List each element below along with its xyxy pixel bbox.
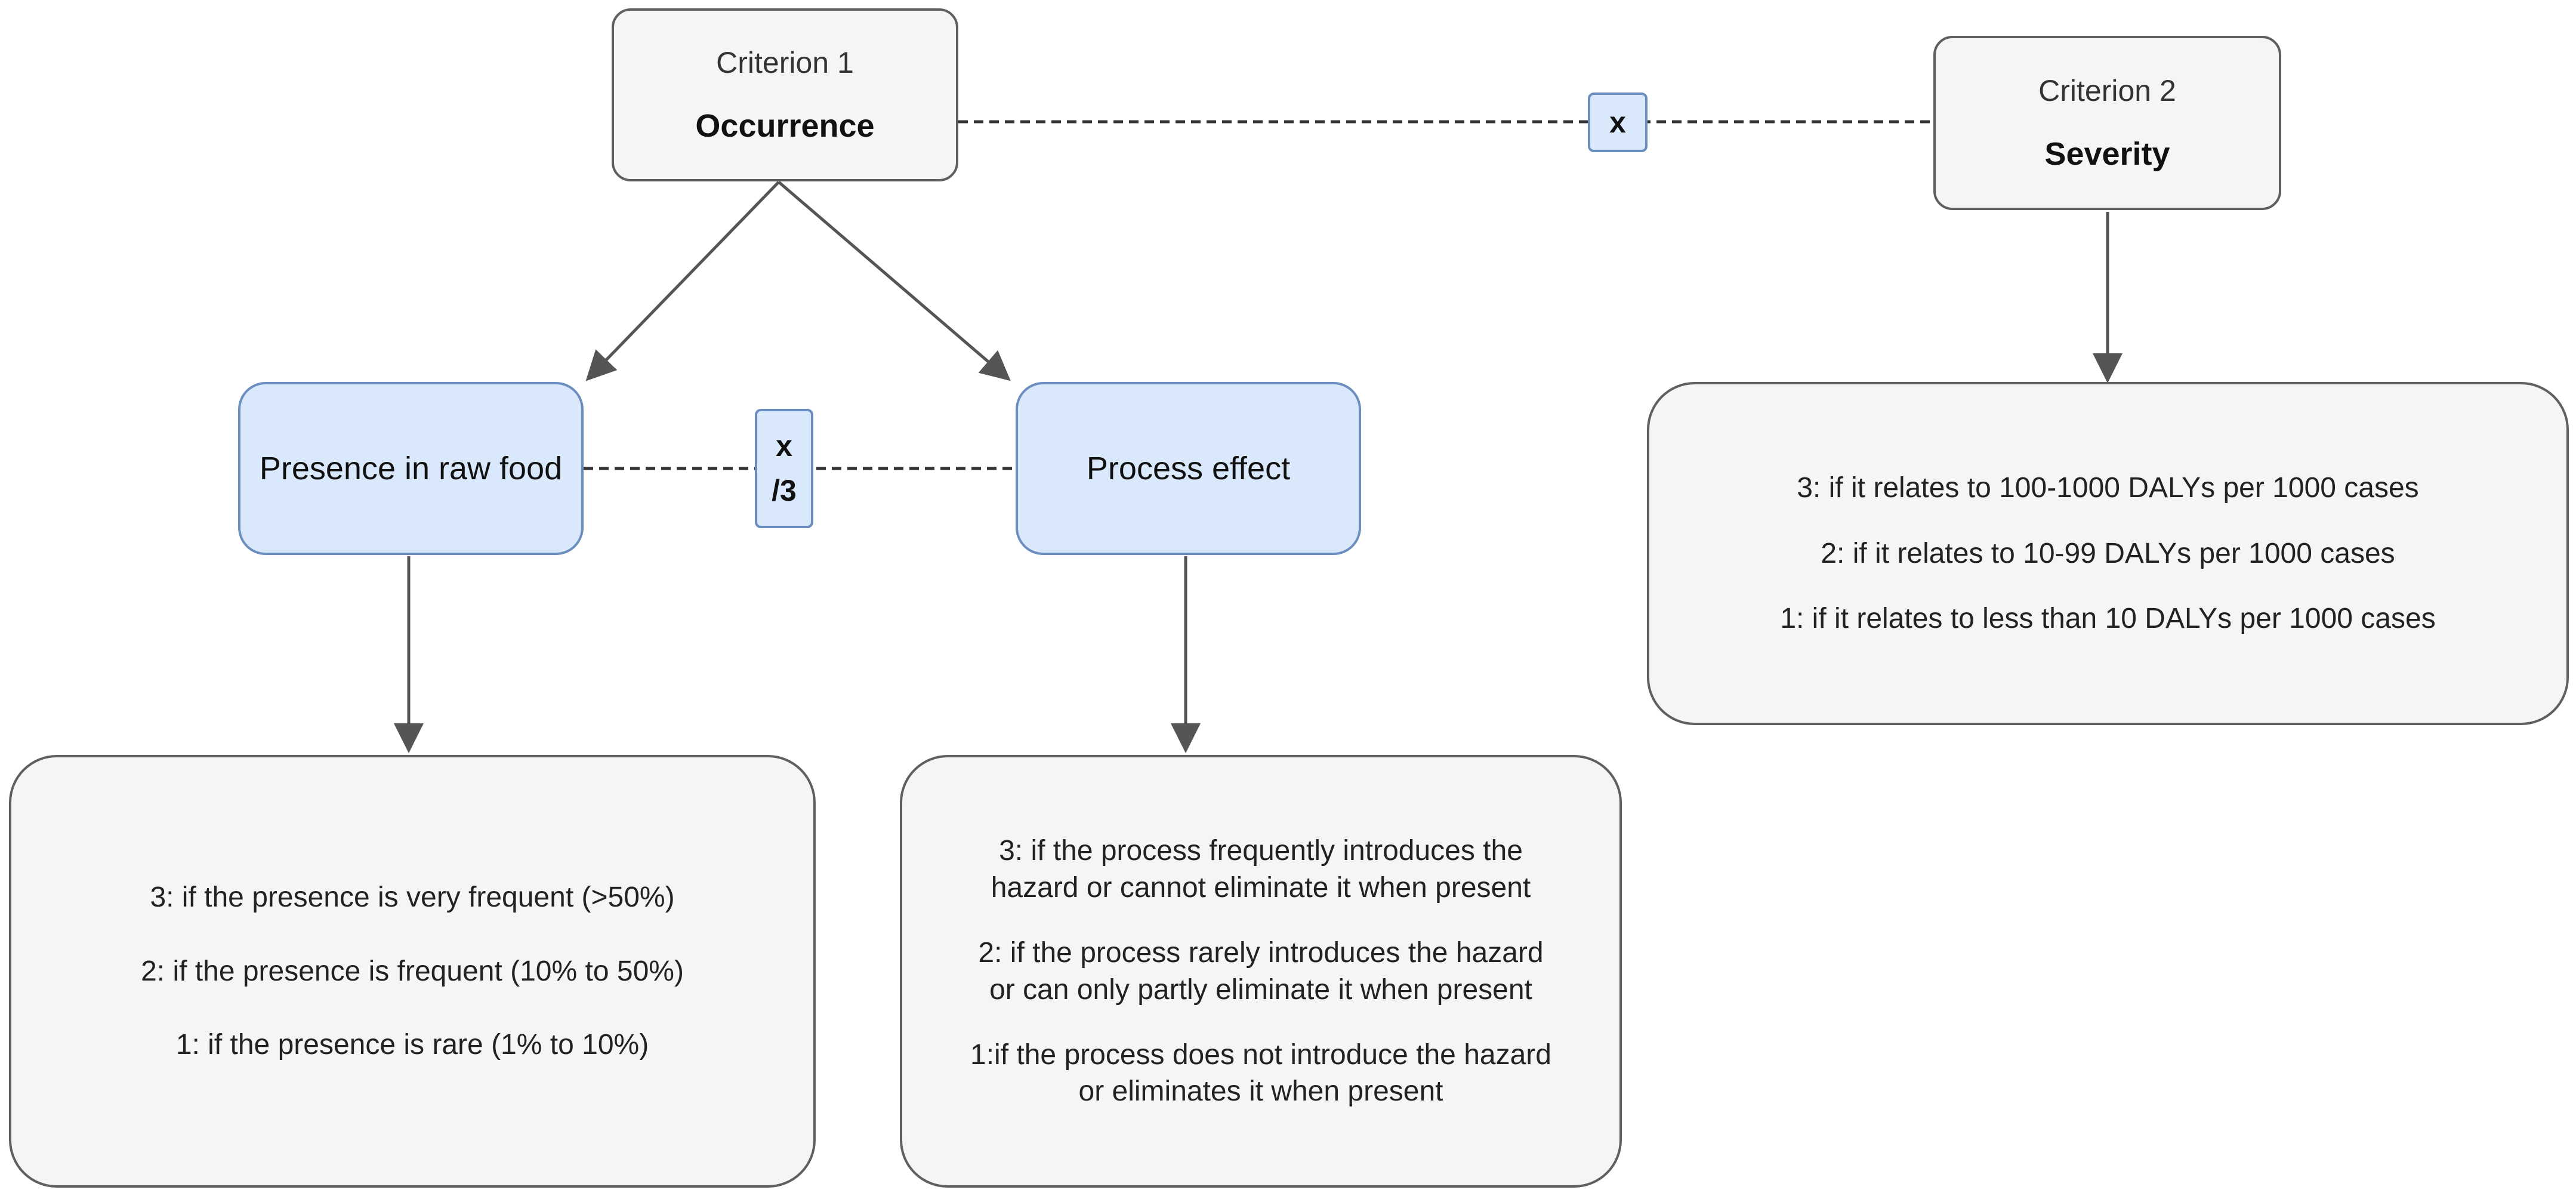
- multiply-operator-top-label: x: [1609, 105, 1626, 139]
- multiply-operator-top: x: [1588, 93, 1648, 152]
- presence-level-1: 1: if the presence is rare (1% to 10%): [175, 1029, 649, 1061]
- process-level-2-line1: 2: if the process rarely introduces the …: [978, 937, 1544, 969]
- process-level-3-line2: hazard or cannot eliminate it when prese…: [991, 871, 1531, 904]
- severity-level-3: 3: if it relates to 100-1000 DALYs per 1…: [1797, 472, 2419, 504]
- criterion-2-subtitle: Severity: [2044, 136, 2170, 172]
- process-levels-box: 3: if the process frequently introduces …: [900, 755, 1622, 1188]
- arrow-occurrence-to-presence: [585, 181, 780, 381]
- presence-level-2: 2: if the presence is frequent (10% to 5…: [141, 955, 684, 987]
- criterion-1-title: Criterion 1: [716, 46, 854, 79]
- arrow-occurrence-to-process: [778, 181, 1011, 381]
- severity-level-1: 1: if it relates to less than 10 DALYs p…: [1780, 603, 2436, 635]
- process-effect-box: Process effect: [1016, 382, 1361, 555]
- severity-level-2: 2: if it relates to 10-99 DALYs per 1000…: [1821, 537, 2395, 569]
- multiply-divide-operator: x /3: [755, 409, 813, 528]
- criterion-2-title: Criterion 2: [2038, 74, 2176, 107]
- presence-in-raw-food-box: Presence in raw food: [238, 382, 584, 555]
- multiply-divide-operator-line2: /3: [772, 474, 797, 507]
- criterion-2-box: Criterion 2 Severity: [1933, 36, 2281, 210]
- multiply-divide-operator-line1: x: [776, 429, 792, 463]
- process-level-3-line1: 3: if the process frequently introduces …: [999, 835, 1523, 867]
- presence-levels-box: 3: if the presence is very frequent (>50…: [9, 755, 816, 1188]
- process-effect-label: Process effect: [1086, 451, 1291, 486]
- presence-level-3: 3: if the presence is very frequent (>50…: [150, 881, 675, 914]
- process-level-2-line2: or can only partly eliminate it when pre…: [989, 973, 1532, 1006]
- severity-levels-box: 3: if it relates to 100-1000 DALYs per 1…: [1647, 382, 2569, 725]
- process-level-1-line1: 1:if the process does not introduce the …: [970, 1038, 1551, 1071]
- process-level-1-line2: or eliminates it when present: [1078, 1075, 1443, 1108]
- criterion-1-box: Criterion 1 Occurrence: [612, 8, 958, 181]
- presence-in-raw-food-label: Presence in raw food: [259, 451, 563, 486]
- criterion-1-subtitle: Occurrence: [695, 108, 875, 144]
